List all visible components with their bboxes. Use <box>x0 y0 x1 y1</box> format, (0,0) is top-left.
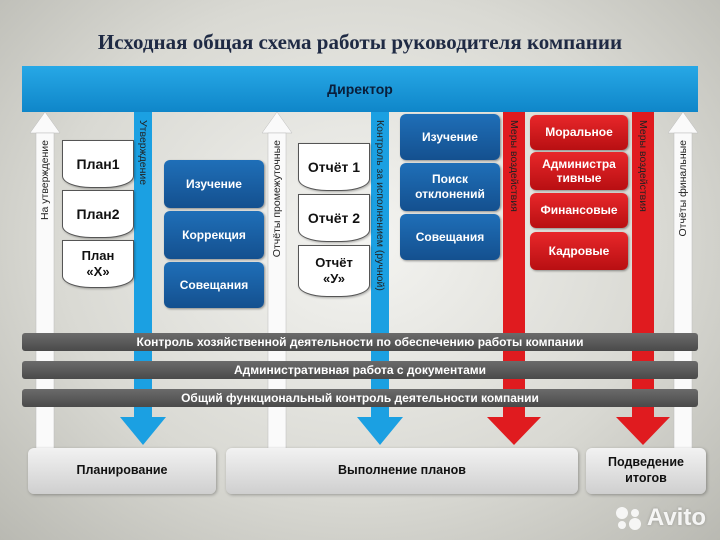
bottom-summary-label: Подведение итогов <box>608 455 684 485</box>
measure-admin-label: Администра тивные <box>542 156 616 185</box>
report-doc-2: Отчёт 2 <box>298 194 370 242</box>
label-approval: Утверждение <box>137 120 149 186</box>
measure-hr-box: Кадровые <box>530 232 628 270</box>
planning-correction-box: Коррекция <box>164 211 264 259</box>
measure-admin-box: Администра тивные <box>530 152 628 190</box>
label-interim-reports: Отчёты промежуточные <box>271 140 283 258</box>
director-bar: Директор <box>22 66 698 112</box>
page-title: Исходная общая схема работы руководителя… <box>97 30 623 54</box>
label-for-approval: На утверждение <box>39 140 51 221</box>
planning-meetings-box: Совещания <box>164 262 264 308</box>
report-doc-1: Отчёт 1 <box>298 143 370 191</box>
control-study-box: Изучение <box>400 114 500 160</box>
avito-logo-icon <box>615 507 641 530</box>
report-doc-y: Отчёт «У» <box>298 245 370 297</box>
bottom-execution: Выполнение планов <box>226 448 578 494</box>
control-deviation-label: Поиск отклонений <box>415 172 485 201</box>
report-doc-y-label: Отчёт «У» <box>315 255 353 286</box>
plan-doc-2: План2 <box>62 190 134 238</box>
planning-study-box: Изучение <box>164 160 264 208</box>
avito-watermark-text: Avito <box>646 504 706 531</box>
bar-economic-control: Контроль хозяйственной деятельности по о… <box>22 333 698 351</box>
control-deviation-box: Поиск отклонений <box>400 163 500 211</box>
plan-doc-x: План «Х» <box>62 240 134 288</box>
label-measures-left: Меры воздействия <box>508 120 520 212</box>
bottom-summary: Подведение итогов <box>586 448 706 494</box>
measure-finance-box: Финансовые <box>530 193 628 228</box>
bar-document-work: Административная работа с документами <box>22 361 698 379</box>
measure-moral-box: Моральное <box>530 115 628 150</box>
bottom-planning: Планирование <box>28 448 216 494</box>
label-final-reports: Отчёты финальные <box>677 140 689 237</box>
plan-doc-x-label: План «Х» <box>81 248 115 279</box>
label-measures-right: Меры воздействия <box>637 120 649 212</box>
label-control: Контроль за исполнением (ручной) <box>374 120 386 291</box>
avito-watermark: Avito <box>613 504 706 532</box>
plan-doc-1: План1 <box>62 140 134 188</box>
bar-functional-control: Общий функциональный контроль деятельнос… <box>22 389 698 407</box>
control-meetings-box: Совещания <box>400 214 500 260</box>
